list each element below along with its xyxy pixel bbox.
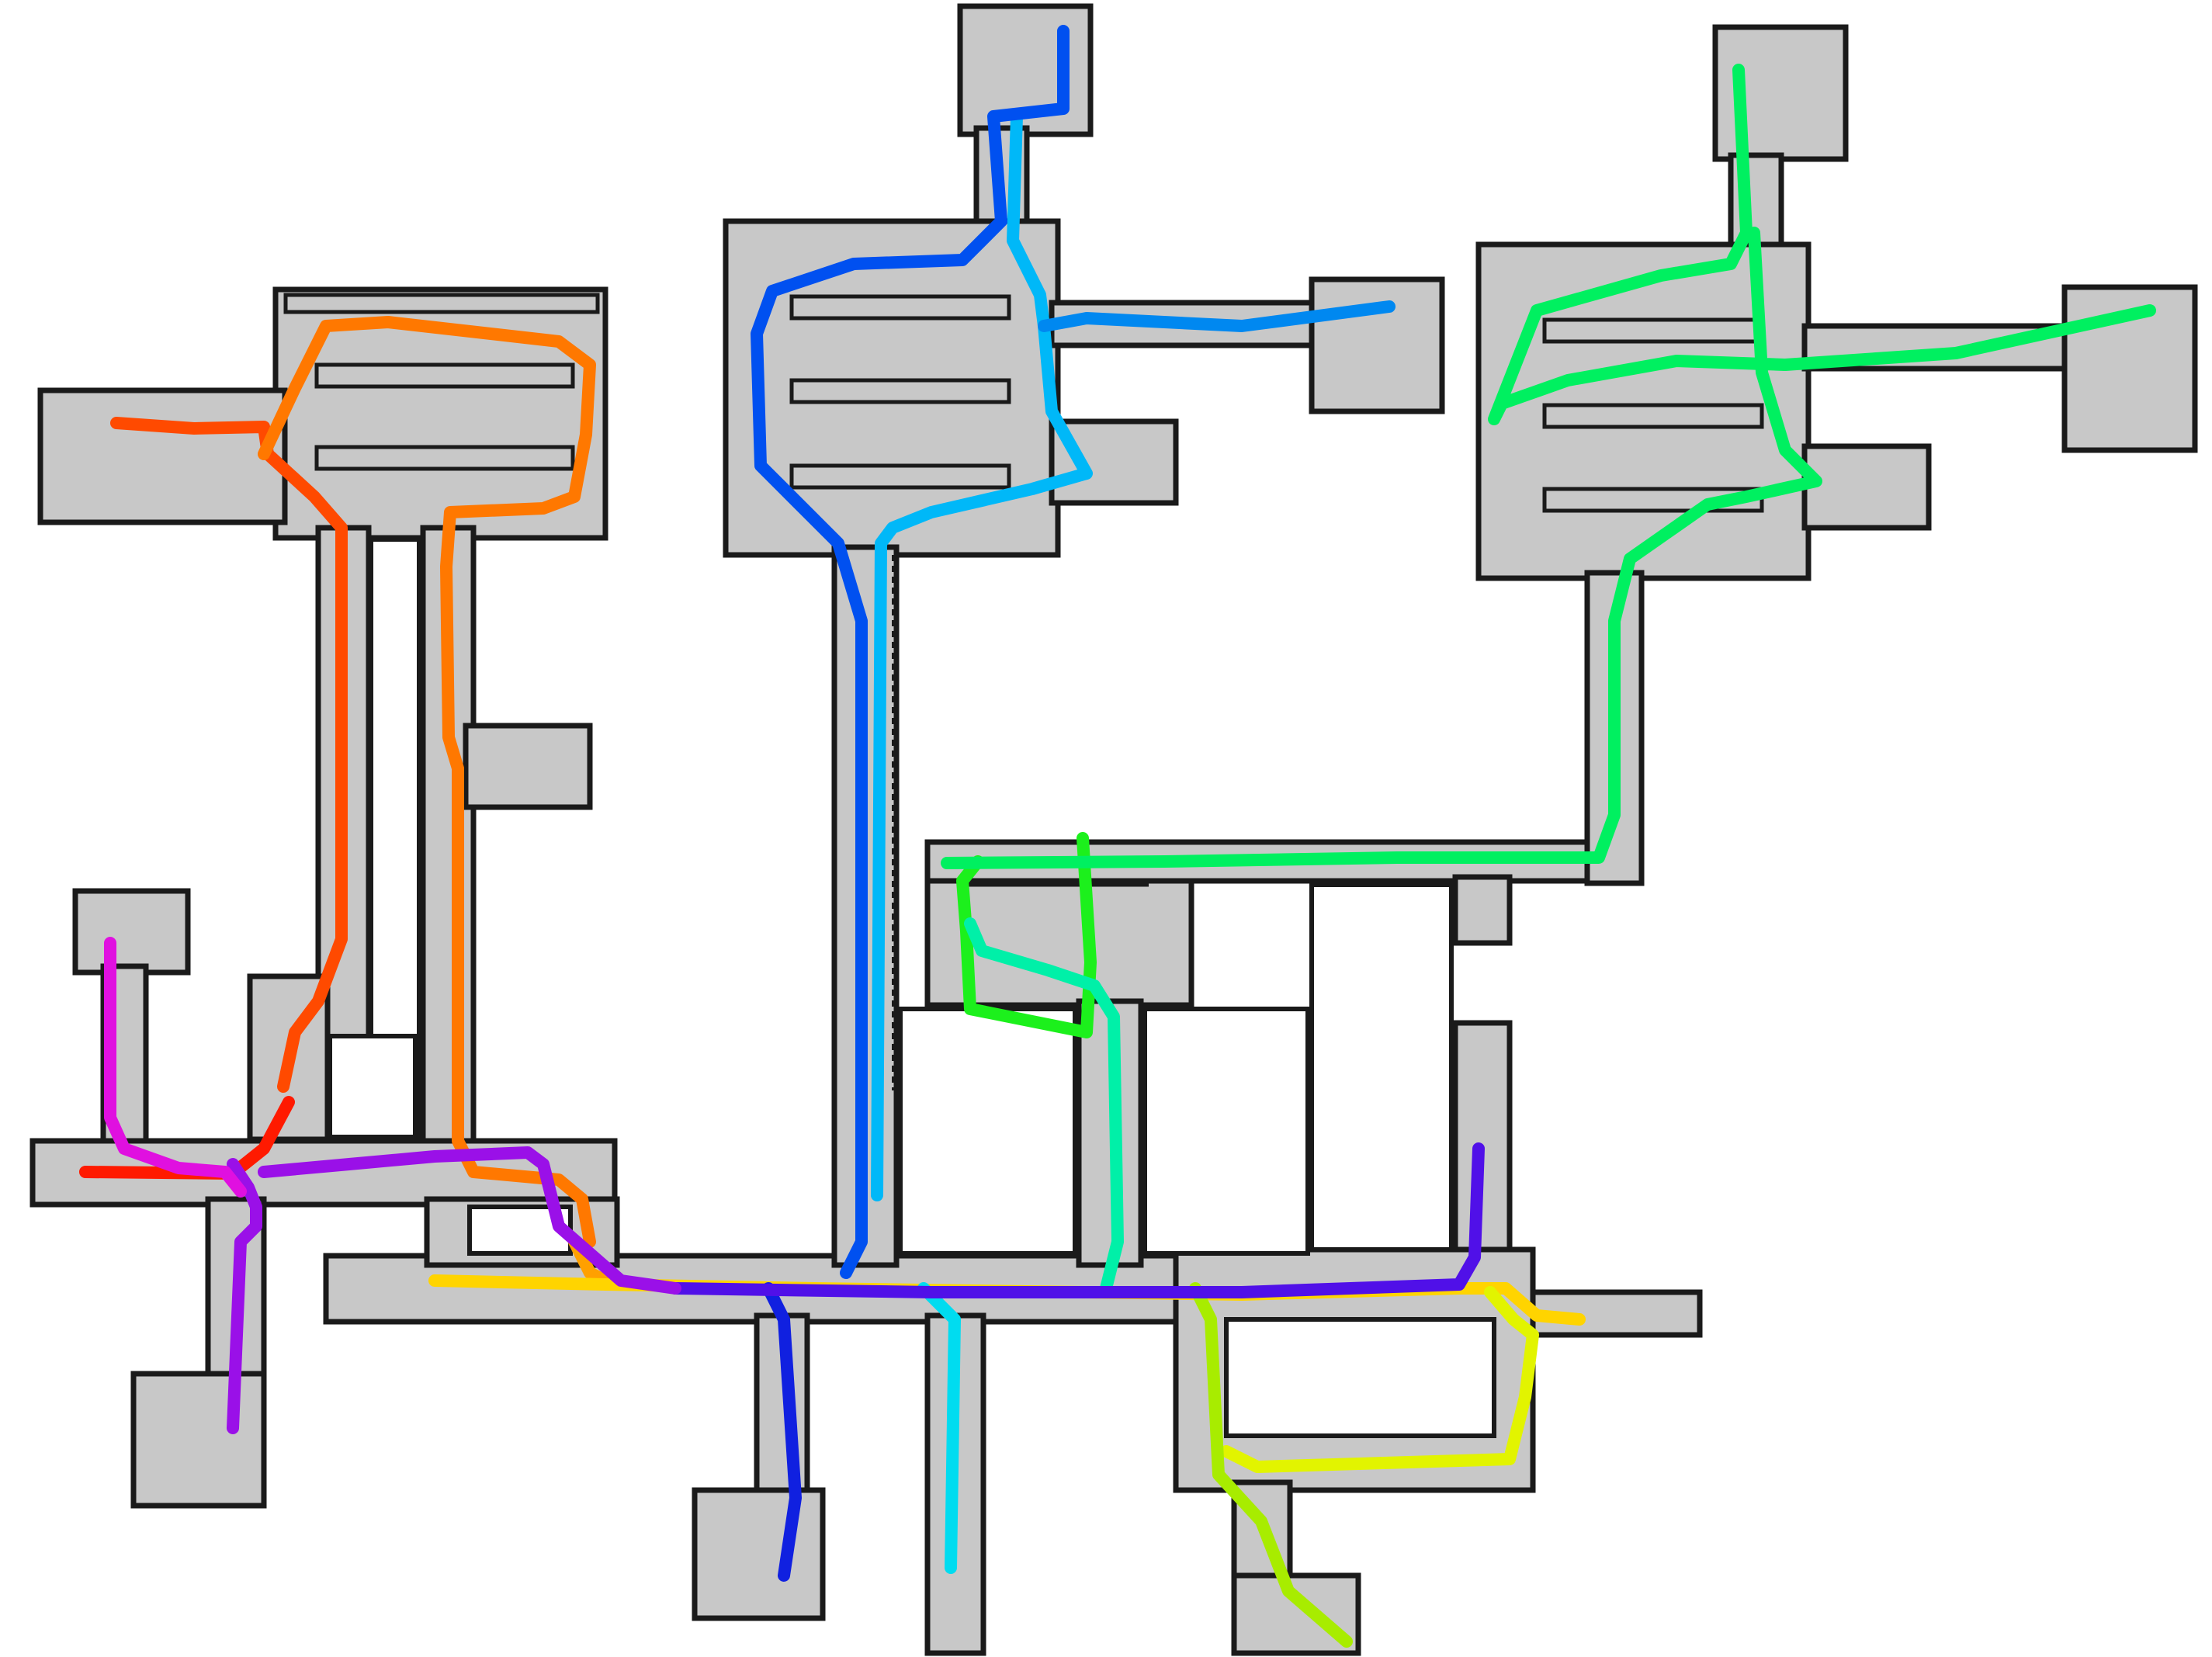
right-se-room — [1801, 443, 1932, 531]
trajectory-green — [956, 832, 1097, 1038]
trajectory-cyan — [917, 1282, 961, 1574]
trajectory-spring-green — [941, 64, 2156, 869]
center-hall-row-1 — [789, 294, 1011, 321]
center-se-room — [1049, 418, 1179, 506]
floor-areas — [29, 3, 2198, 1656]
trajectory-layer — [79, 25, 2156, 1648]
center-void-left — [1142, 1007, 1310, 1256]
trajectory-lime — [1220, 1286, 1539, 1473]
trajectory-red-orange — [110, 417, 348, 1093]
right-hall-row-2 — [1542, 403, 1764, 429]
trajectory-aquamarine — [964, 917, 1124, 1295]
trajectory-orange — [258, 316, 596, 1248]
small-room-nw — [72, 888, 191, 976]
left-east-alcove — [463, 723, 593, 810]
left-hall-row-1 — [314, 362, 575, 389]
se-void — [1224, 1317, 1496, 1438]
left-hall-row-2 — [314, 445, 575, 471]
sw-room — [130, 1371, 267, 1509]
right-hall-row-3 — [1542, 487, 1764, 513]
middle-void — [898, 1007, 1077, 1256]
center-east-room — [1309, 276, 1445, 414]
middle-notch — [1452, 874, 1513, 946]
trajectory-red — [79, 1096, 295, 1180]
trajectory-yellow-green — [1189, 1282, 1353, 1648]
left-courtyard — [328, 1034, 418, 1139]
trajectory-blue — [751, 25, 1070, 1279]
trajectory-azure — [1038, 300, 1396, 332]
trajectory-violet — [227, 1146, 681, 1434]
bottom-room-a — [692, 1487, 826, 1621]
trajectory-sky-blue — [871, 110, 1093, 1201]
trajectory-indigo — [669, 1142, 1485, 1298]
trajectory-magenta — [104, 937, 247, 1198]
mid-east-void — [1309, 882, 1454, 1252]
center-hall-row-3 — [789, 463, 1011, 490]
left-side-room — [37, 387, 288, 525]
left-hall-back-row — [283, 293, 600, 314]
center-hall-row-2 — [789, 378, 1011, 404]
trajectory-royal-blue — [762, 1282, 802, 1582]
interior-voids — [328, 537, 1496, 1438]
